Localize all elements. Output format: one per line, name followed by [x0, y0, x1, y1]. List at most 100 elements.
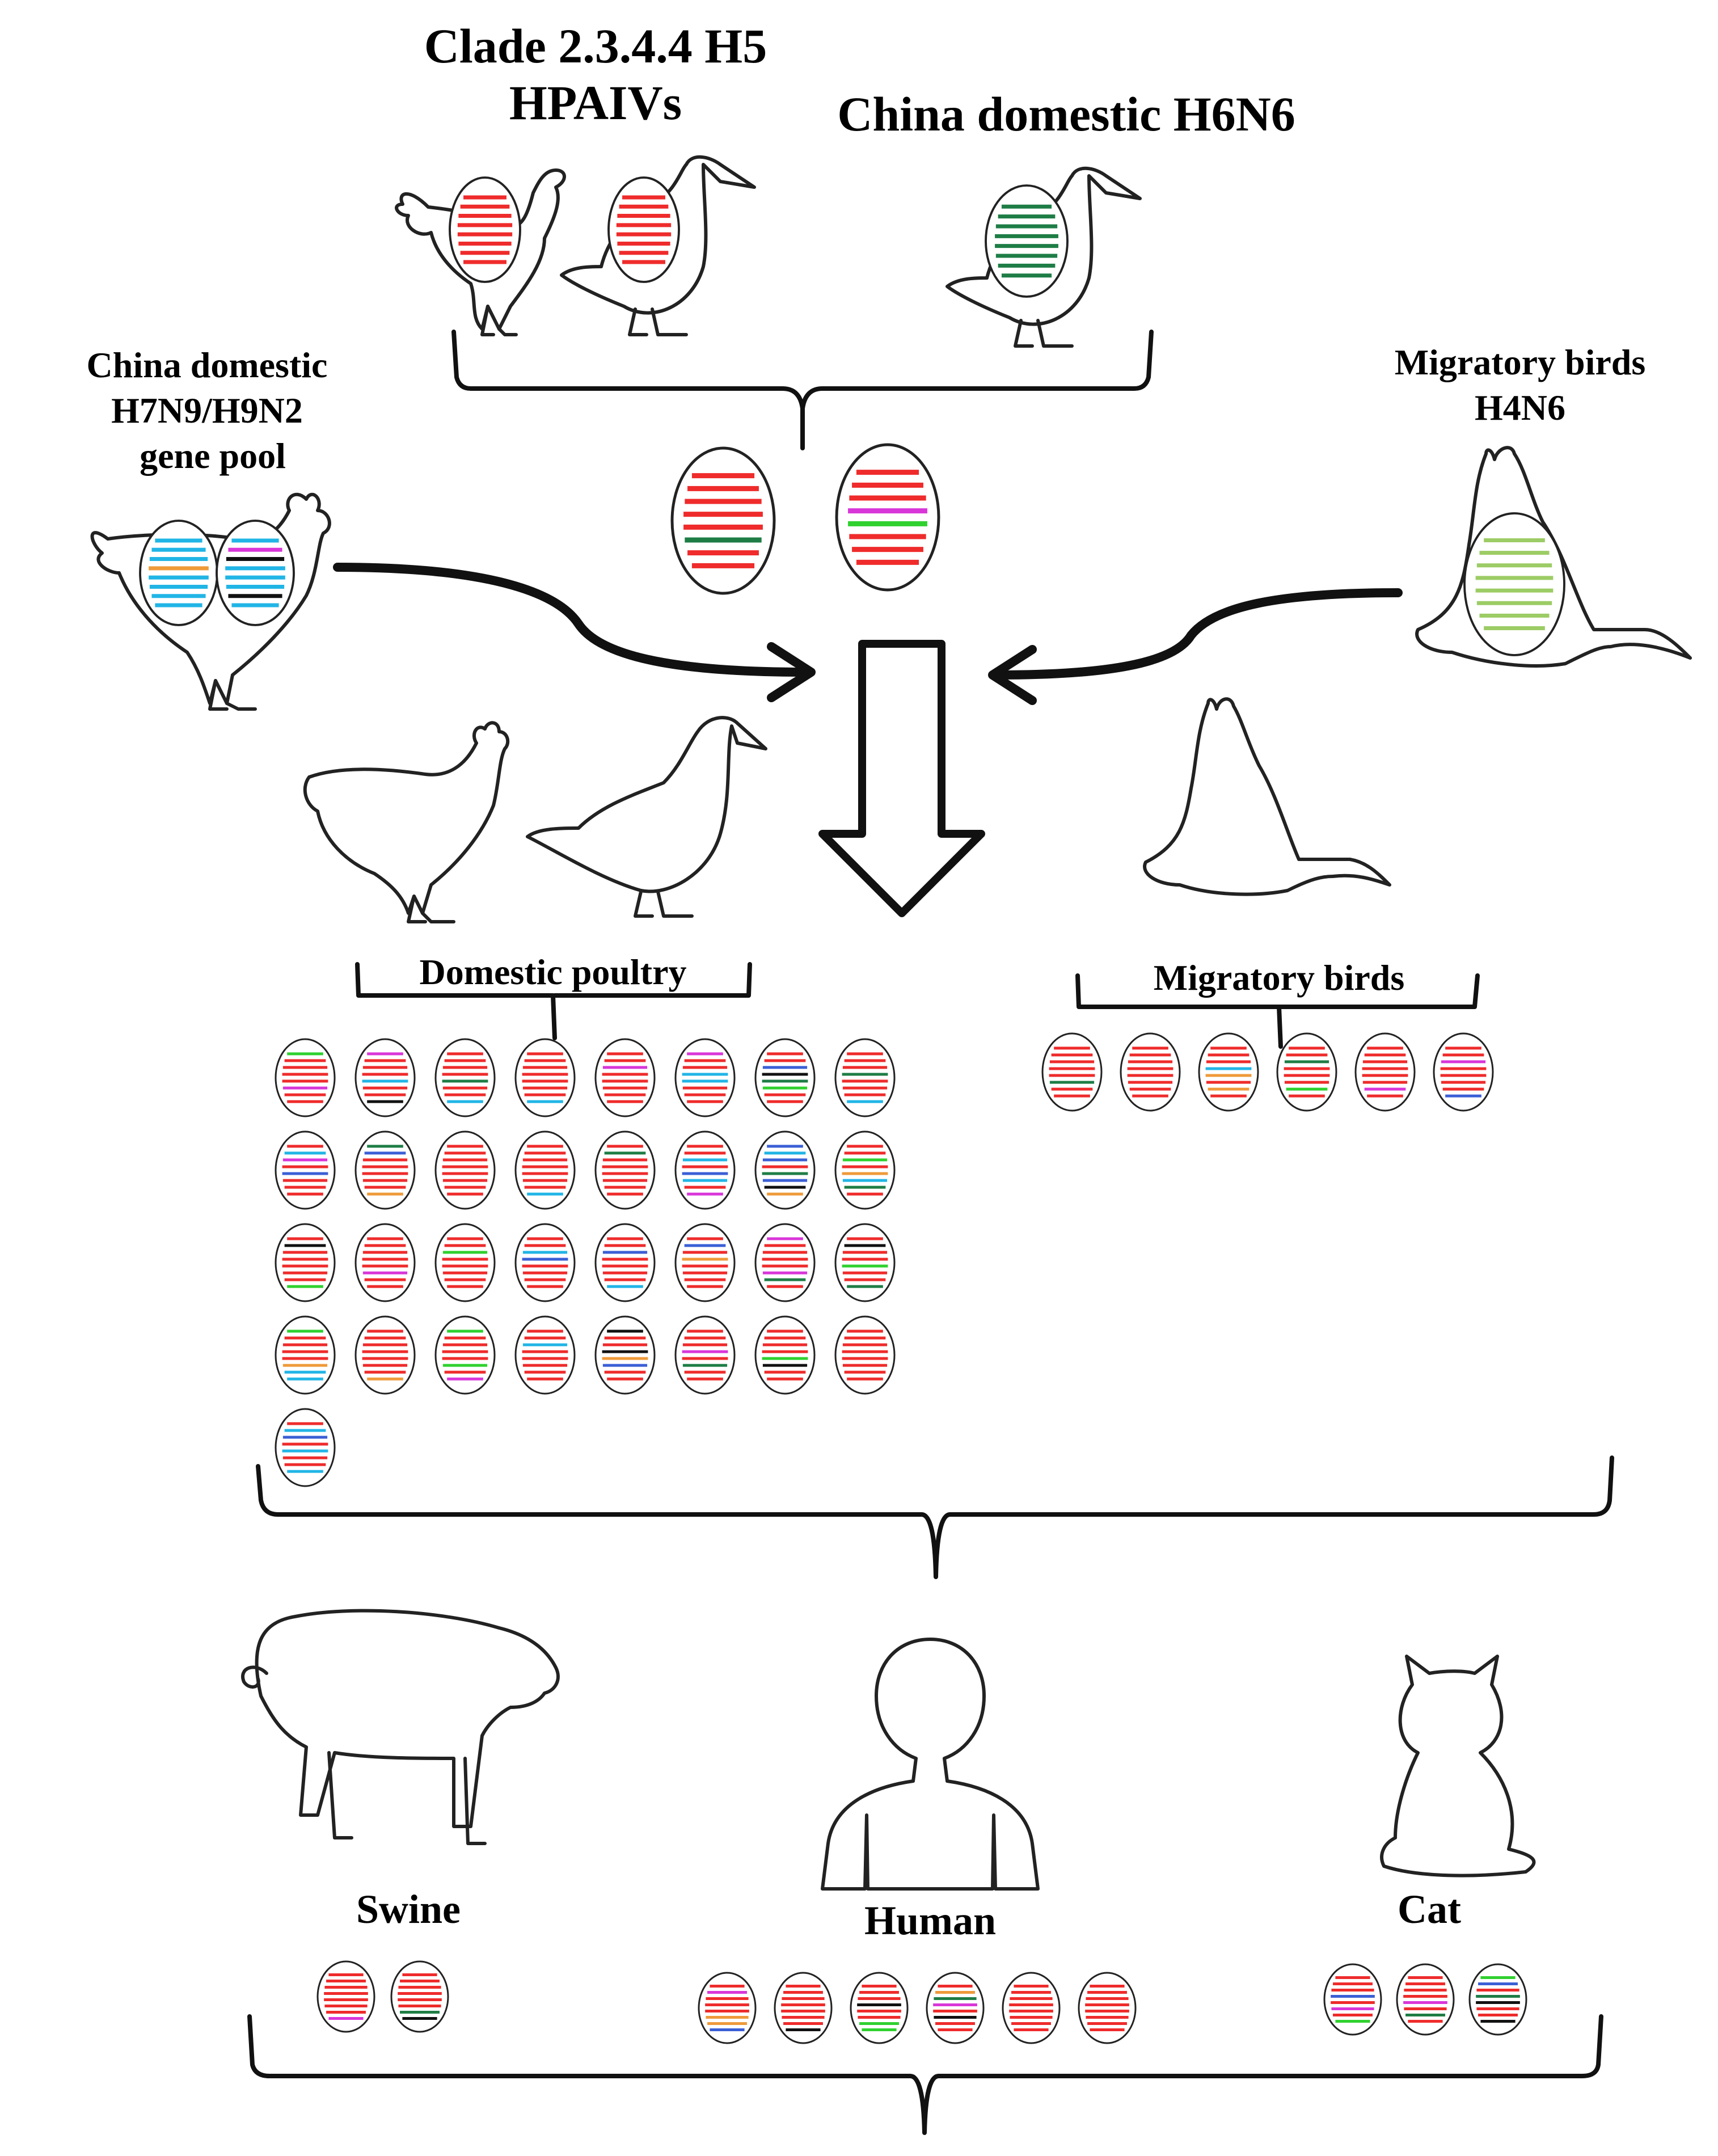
reassortant-virus [594, 1223, 656, 1302]
h5-hpaiv-virus-duck [607, 176, 680, 283]
migratory-title-line2: H4N6 [1475, 387, 1565, 428]
reassortant-virus [275, 1315, 336, 1395]
virus-outline [434, 1223, 496, 1302]
reassortant-virus [1433, 1032, 1494, 1112]
virus-outline [514, 1315, 576, 1395]
reassortant-virus [674, 1038, 736, 1117]
virus-outline [674, 1130, 736, 1210]
reassortant-virus [354, 1315, 416, 1395]
left-arrow-head [767, 642, 816, 702]
reassortant-virus [674, 1315, 736, 1395]
virus-outline [1041, 1032, 1103, 1112]
virus-outline [434, 1038, 496, 1117]
reassortant-virus [674, 1223, 736, 1302]
domestic-poultry-viruses [275, 1038, 896, 1487]
swine-viruses [316, 1960, 449, 2033]
virus-outline [674, 1038, 736, 1117]
virus-outline [834, 1038, 896, 1117]
right-arrow-head [988, 645, 1037, 705]
virus-outline [1323, 1963, 1382, 2036]
virus-outline [354, 1223, 416, 1302]
reassortant-virus [1041, 1032, 1103, 1112]
migratory-birds-brace [1075, 973, 1480, 1049]
virus-outline [434, 1315, 496, 1395]
reassortant-virus [514, 1038, 576, 1117]
down-arrow-icon [818, 640, 985, 917]
virus-outline [514, 1223, 576, 1302]
virus-outline [434, 1130, 496, 1210]
reassortant-virus [834, 1038, 896, 1117]
virus-outline [1396, 1963, 1455, 2036]
virus-outline [594, 1130, 656, 1210]
virus-outline [275, 1223, 336, 1302]
virus-outline [1120, 1032, 1181, 1112]
virus-outline [275, 1408, 336, 1487]
top-brace [451, 330, 1154, 411]
virus-outline [514, 1038, 576, 1117]
virus-outline [514, 1130, 576, 1210]
reassortant-virus [1396, 1963, 1455, 2036]
reassortant-virus-2 [835, 443, 940, 592]
virus-outline [354, 1315, 416, 1395]
human-label: Human [864, 1898, 996, 1943]
bottom-brace [247, 2014, 1603, 2135]
virus-outline [216, 520, 295, 626]
virus-outline [670, 446, 776, 595]
virus-outline [1468, 1963, 1527, 2036]
migratory-bird-icon [1415, 446, 1692, 668]
virus-outline [774, 1972, 833, 2044]
reassortant-virus [434, 1038, 496, 1117]
virus-outline [834, 1223, 896, 1302]
virus-outline [754, 1130, 816, 1210]
virus-outline [449, 176, 521, 283]
reassortant-virus [594, 1130, 656, 1210]
virus-outline [275, 1038, 336, 1117]
virus-outline [1433, 1032, 1494, 1112]
gene-pool-title-line3: gene pool [140, 436, 286, 476]
reassortant-virus [1078, 1972, 1137, 2044]
virus-outline [698, 1972, 757, 2044]
virus-outline [1002, 1972, 1061, 2044]
virus-outline [674, 1315, 736, 1395]
virus-outline [390, 1960, 449, 2033]
virus-outline [594, 1038, 656, 1117]
chicken-icon [303, 721, 510, 923]
reassortant-virus [1323, 1963, 1382, 2036]
human-icon [821, 1638, 1040, 1891]
virus-outline [926, 1972, 985, 2044]
reassortant-virus [434, 1223, 496, 1302]
virus-outline [1276, 1032, 1337, 1112]
reassortant-virus [390, 1960, 449, 2033]
gene-pool-title-line2: H7N9/H9N2 [111, 390, 303, 431]
reassortant-virus [316, 1960, 375, 2033]
cat-viruses [1323, 1963, 1527, 2036]
virus-outline [1354, 1032, 1416, 1112]
reassortant-virus [834, 1130, 896, 1210]
migratory-birds-label: Migratory birds [1154, 957, 1405, 998]
reassortant-virus [1120, 1032, 1181, 1112]
reassortant-virus [434, 1130, 496, 1210]
migratory-title-line1: Migratory birds [1395, 342, 1646, 382]
virus-outline [139, 520, 218, 626]
reassortant-virus [754, 1038, 816, 1117]
virus-outline [594, 1223, 656, 1302]
reassortant-virus [754, 1130, 816, 1210]
virus-outline [316, 1960, 375, 2033]
h6n6-title: China domestic H6N6 [837, 87, 1295, 141]
virus-outline [985, 184, 1069, 298]
reassortant-virus [594, 1038, 656, 1117]
reassortant-virus [674, 1130, 736, 1210]
reassortant-virus-1 [670, 446, 776, 595]
reassortant-virus [850, 1972, 909, 2044]
pig-icon [241, 1609, 560, 1845]
migratory-birds-viruses [1041, 1032, 1494, 1112]
reassortant-virus [354, 1038, 416, 1117]
reassortant-virus [275, 1130, 336, 1210]
virus-outline [594, 1315, 656, 1395]
duck-icon [560, 155, 756, 336]
domestic-poultry-label: Domestic poultry [419, 952, 686, 992]
reassortant-virus [1468, 1963, 1527, 2036]
clade-title-line2: HPAIVs [509, 75, 682, 130]
reassortant-virus [1276, 1032, 1337, 1112]
gene-pool-virus-left [139, 520, 218, 626]
